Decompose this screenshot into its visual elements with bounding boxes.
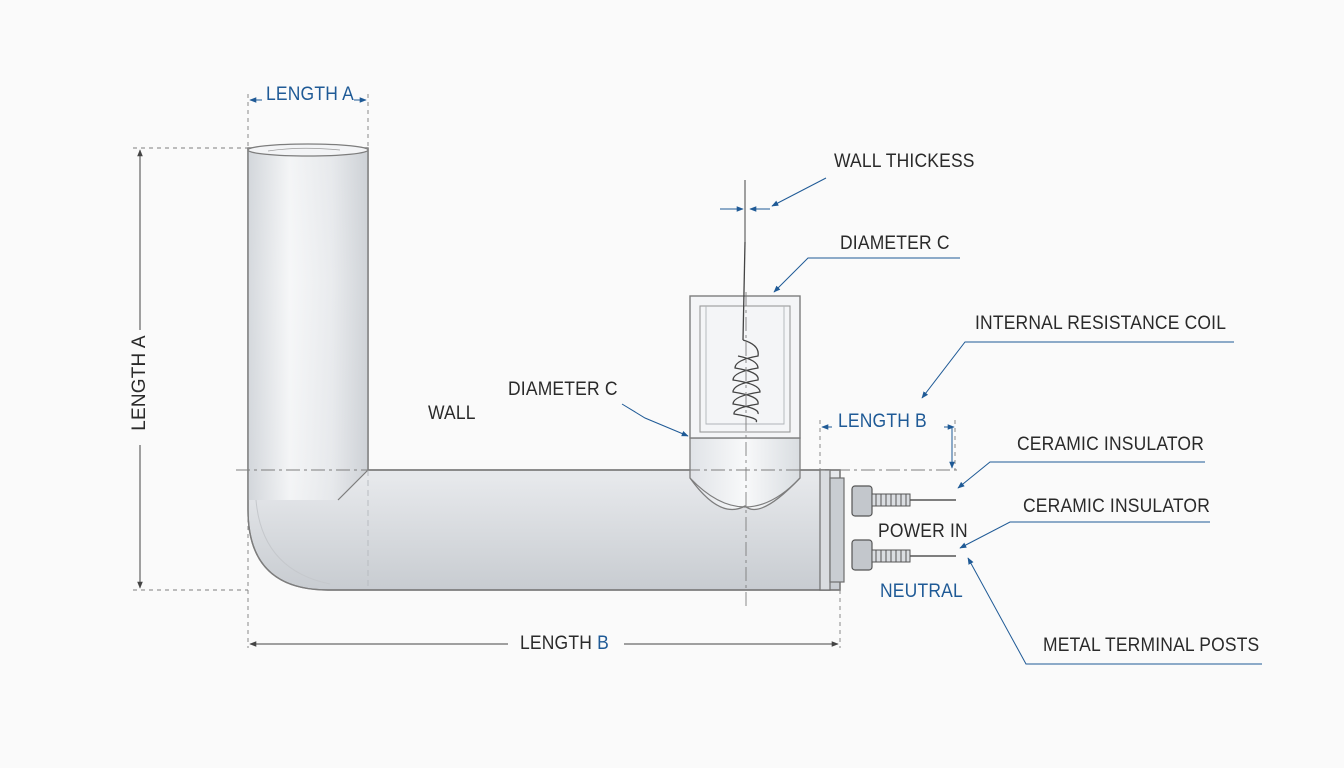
terminal-post-top	[851, 485, 956, 517]
label-metal-terminal-posts: METAL TERMINAL POSTS	[1043, 635, 1260, 656]
label-ceramic-insulator-1: CERAMIC INSULATOR	[1017, 434, 1205, 455]
label-length-b-bottom-word: LENGTH	[520, 633, 593, 654]
label-diameter-c-mid: DIAMETER C	[508, 379, 618, 400]
label-length-a-side: LENGTH A	[129, 335, 150, 431]
label-wall-thickness: WALL THICKESS	[834, 151, 975, 172]
label-length-a-top: LENGTH A	[266, 84, 354, 105]
dimension-lines	[137, 97, 955, 647]
label-length-b-bottom: LENGTH B	[520, 633, 609, 655]
resistance-coil-graphic	[732, 241, 761, 423]
coil-housing	[689, 295, 801, 511]
label-wall: WALL	[428, 403, 476, 424]
leader-lines	[621, 177, 1262, 665]
center-lines	[133, 94, 960, 648]
label-ceramic-insulator-2: CERAMIC INSULATOR	[1023, 496, 1211, 517]
label-length-b-right: LENGTH B	[838, 411, 927, 432]
terminal-post-bottom	[851, 539, 956, 571]
label-power-in: POWER IN	[878, 521, 968, 542]
label-length-b-bottom-letter: B	[597, 633, 609, 654]
terminal-flange	[819, 469, 845, 591]
label-internal-resistance-coil: INTERNAL RESISTANCE COIL	[975, 313, 1227, 334]
label-diameter-c-top: DIAMETER C	[840, 233, 950, 254]
label-neutral: NEUTRAL	[880, 581, 963, 602]
